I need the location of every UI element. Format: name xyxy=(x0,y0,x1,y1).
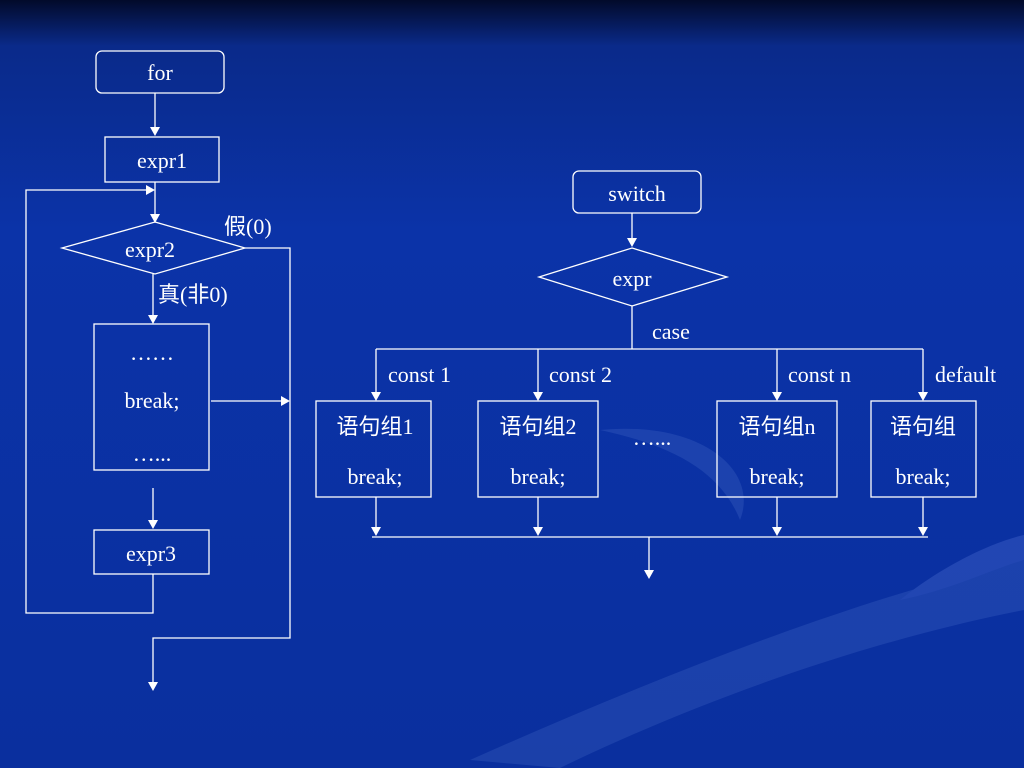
expr3-label: expr3 xyxy=(126,541,176,566)
body-break: break; xyxy=(125,388,180,413)
branch-2-break: break; xyxy=(511,464,566,489)
switch-branch-default: default 语句组 break; xyxy=(870,349,996,536)
loop-body-box xyxy=(93,323,210,471)
true-branch-label: 真(非0) xyxy=(158,282,228,307)
switch-branch-1: const 1 语句组1 break; xyxy=(315,349,451,536)
branch-1-case-label: const 1 xyxy=(388,362,451,387)
expr2-diamond xyxy=(59,221,248,275)
for-flowchart: for expr1 expr2 假(0) 真(非0) …… break; …..… xyxy=(25,50,291,691)
switch-start-label: switch xyxy=(608,181,665,206)
branch-2-case-label: const 2 xyxy=(549,362,612,387)
default-break: break; xyxy=(896,464,951,489)
switch-expr-label: expr xyxy=(612,266,652,291)
default-stmt: 语句组 xyxy=(890,414,956,439)
branch-1-box xyxy=(315,400,432,498)
for-start-label: for xyxy=(147,60,173,85)
expr3-box xyxy=(93,529,210,575)
case-label: case xyxy=(652,319,690,344)
body-ellipsis-top: …… xyxy=(130,340,174,365)
expr2-label: expr2 xyxy=(125,237,175,262)
false-branch-label: 假(0) xyxy=(224,214,272,239)
expr1-box xyxy=(104,136,220,183)
branch-n-case-label: const n xyxy=(788,362,851,387)
default-case-label: default xyxy=(935,362,996,387)
for-start-box xyxy=(95,50,225,94)
switch-flowchart: switch expr case const 1 语句组1 break; con… xyxy=(315,170,996,579)
branch-1-break: break; xyxy=(348,464,403,489)
branch-n-break: break; xyxy=(750,464,805,489)
switch-start-box xyxy=(572,170,702,214)
branch-2-stmt: 语句组2 xyxy=(499,414,576,439)
branch-n-stmt: 语句组n xyxy=(738,414,815,439)
branches-ellipsis: …... xyxy=(633,425,672,450)
switch-branch-n: const n 语句组n break; xyxy=(716,349,851,536)
branch-1-stmt: 语句组1 xyxy=(336,414,413,439)
body-ellipsis-bottom: …... xyxy=(133,441,172,466)
switch-branch-2: const 2 语句组2 break; xyxy=(477,349,612,536)
expr1-label: expr1 xyxy=(137,148,187,173)
background-decoration xyxy=(470,428,1024,768)
